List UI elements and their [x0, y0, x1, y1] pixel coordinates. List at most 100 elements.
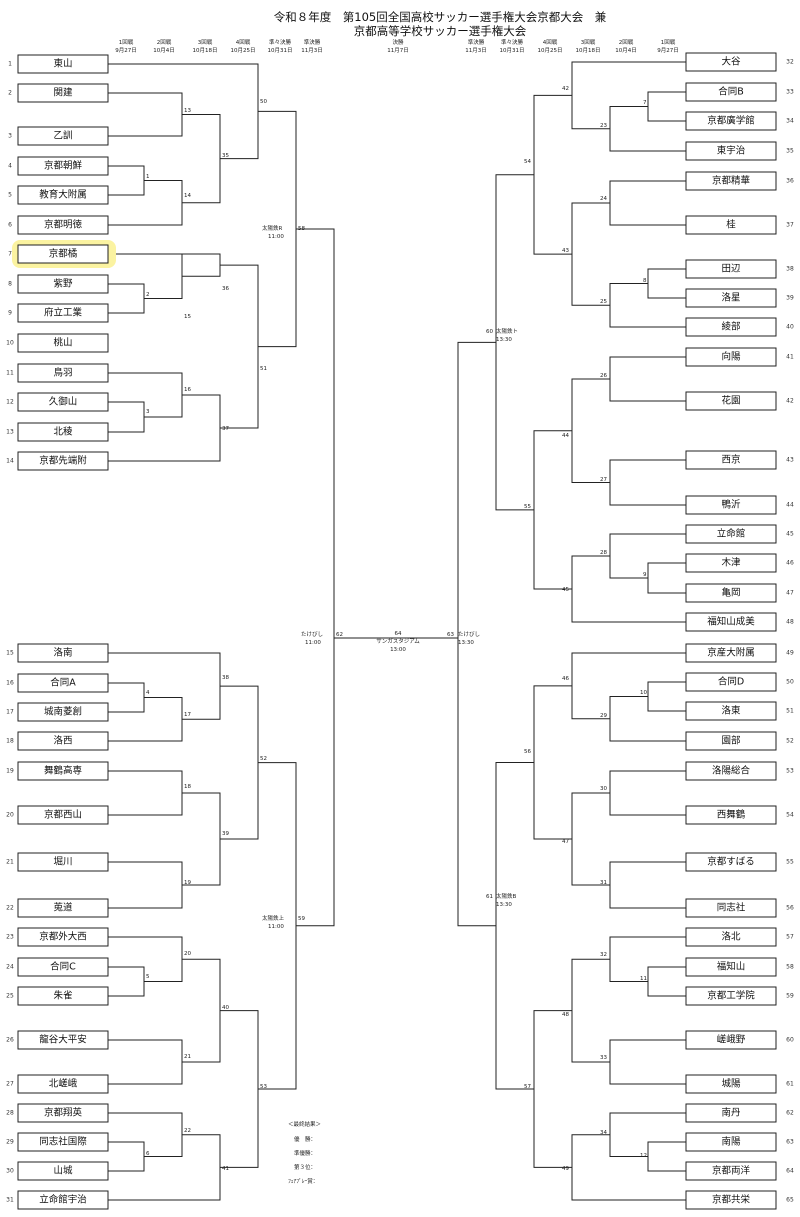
- team-number: 43: [786, 457, 794, 464]
- venue-l-qf-top-time: 11:00: [268, 234, 284, 240]
- team-number: 27: [6, 1081, 14, 1088]
- bracket-wire: [647, 1141, 686, 1172]
- team-name: 綾部: [721, 321, 740, 333]
- team-number: 56: [786, 905, 794, 912]
- results-row-winner: 優 勝：: [294, 1135, 316, 1143]
- team-name: 紫野: [53, 279, 73, 290]
- team-box: [685, 1030, 777, 1050]
- team-box: [17, 1132, 109, 1152]
- team-number: 57: [786, 934, 794, 941]
- bracket-wire: [108, 682, 145, 713]
- team-box: [685, 317, 777, 337]
- team-name: 朱雀: [53, 990, 72, 1002]
- team-box: [685, 1103, 777, 1123]
- match-number: 24: [600, 196, 607, 202]
- match-number: 62: [336, 632, 343, 638]
- team-name: 京都翔英: [44, 1107, 83, 1119]
- match-number: 23: [600, 123, 607, 129]
- results-heading: ＜最終結果＞: [288, 1120, 321, 1128]
- round-header-final: 決勝: [392, 38, 404, 46]
- title-line-2: 京都高等学校サッカー選手権大会: [354, 24, 527, 38]
- team-box: [17, 274, 109, 294]
- team-number: 38: [786, 266, 794, 273]
- bracket-wire: [647, 562, 686, 594]
- team-box: [685, 141, 777, 161]
- team-box: [17, 1103, 109, 1123]
- results-row-runnerup: 準優勝：: [294, 1149, 316, 1157]
- bracket-wire: [182, 114, 221, 204]
- team-name: 京都明徳: [44, 219, 83, 231]
- team-name: 田辺: [721, 264, 741, 275]
- bracket-wire: [108, 165, 145, 196]
- match-number: 21: [184, 1054, 191, 1060]
- team-number: 49: [786, 650, 794, 657]
- team-box: [685, 259, 777, 279]
- match-number: 48: [562, 1012, 569, 1018]
- team-box: [17, 805, 109, 825]
- team-box: [17, 363, 109, 383]
- match-number: 1: [146, 174, 150, 180]
- match-number: 17: [184, 712, 191, 718]
- venue-r-sf-time: 13:30: [458, 640, 474, 646]
- team-number: 28: [6, 1110, 14, 1117]
- team-name: 同志社国際: [39, 1136, 87, 1148]
- team-box: [685, 898, 777, 918]
- round-date-left-1: 9月27日: [115, 47, 137, 54]
- bracket-wire: [609, 459, 686, 506]
- team-box: [17, 422, 109, 442]
- team-box: [685, 288, 777, 308]
- team-name: 府立工業: [44, 307, 83, 319]
- match-number: 20: [184, 951, 191, 957]
- team-number: 60: [786, 1037, 794, 1044]
- round-header-right-1: 準決勝: [468, 38, 485, 46]
- team-number: 17: [6, 709, 14, 716]
- match-number: 51: [260, 366, 267, 372]
- venue-r-sf: たけびし: [458, 630, 480, 638]
- team-name: 京都両洋: [712, 1165, 751, 1177]
- team-box: [685, 111, 777, 131]
- team-box: [685, 643, 777, 663]
- round-date-right-3: 10月25日: [538, 47, 563, 54]
- bracket-wire: [533, 94, 572, 255]
- round-header-right-4: 3回戦: [581, 38, 596, 46]
- team-name: 合同B: [718, 86, 744, 98]
- bracket-wire: [647, 681, 686, 712]
- team-name: 嵯峨野: [717, 1034, 746, 1046]
- team-name: 京都外大西: [39, 931, 87, 943]
- venue-labels: 太陽鉄R 11:00 たけびし 11:00 太陽鉄上 11:00 太陽鉄ト 13…: [262, 224, 518, 930]
- team-number: 53: [786, 768, 794, 775]
- team-number: 44: [786, 502, 794, 509]
- team-box: [17, 1030, 109, 1050]
- bracket-wire: [108, 770, 183, 816]
- bracket-lines: [108, 61, 686, 1201]
- team-name: 東山: [53, 58, 72, 70]
- team-box: [17, 643, 109, 663]
- team-number: 2: [8, 90, 12, 97]
- round-headers: 1回戦9月27日2回戦10月4日3回戦10月18日4回戦10月25日準々決勝10…: [115, 38, 679, 54]
- bracket-wire: [108, 92, 183, 137]
- match-number: 31: [600, 880, 607, 886]
- match-number: 42: [562, 86, 569, 92]
- bracket-wire: [108, 1112, 183, 1157]
- team-number: 10: [6, 340, 14, 347]
- team-number: 6: [8, 222, 12, 229]
- team-box: [17, 957, 109, 977]
- team-number: 59: [786, 993, 794, 1000]
- team-number: 3: [8, 133, 12, 140]
- team-box: [685, 701, 777, 721]
- team-name: 大谷: [721, 56, 741, 68]
- bracket-wire: [108, 253, 221, 277]
- team-box: [685, 495, 777, 515]
- team-box: [685, 553, 777, 573]
- team-box: [17, 1190, 109, 1210]
- bracket-wire: [609, 356, 686, 402]
- team-box: [685, 583, 777, 603]
- round-date-right-2: 10月31日: [500, 47, 525, 54]
- round-date-right-5: 10月4日: [615, 47, 637, 54]
- venue-l-qf-bot: 太陽鉄上: [262, 914, 285, 922]
- match-number: 12: [640, 1153, 647, 1159]
- team-name: 合同C: [50, 961, 76, 973]
- team-box: [685, 391, 777, 411]
- match-number: 26: [600, 373, 607, 379]
